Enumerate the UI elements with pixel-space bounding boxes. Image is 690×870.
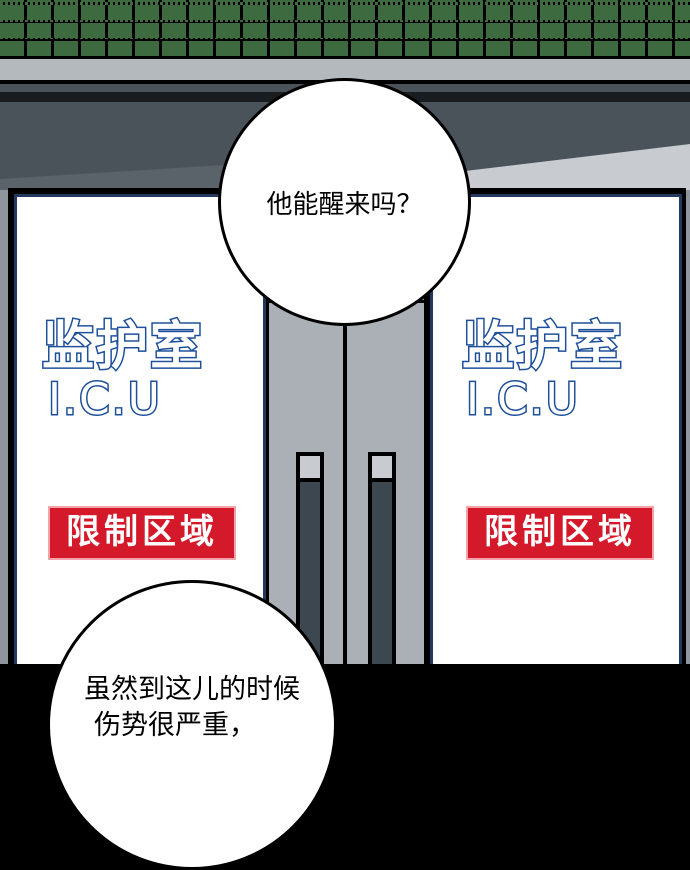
right-door-handle[interactable]	[368, 452, 396, 668]
ceiling-grid-tiles	[0, 0, 690, 56]
left-label-en: I.C.U	[47, 373, 162, 427]
right-door-panel	[430, 194, 682, 668]
right-label-en: I.C.U	[465, 373, 580, 427]
speech-text-bottom: 虽然到这儿的时候 伤势很严重，	[84, 672, 300, 744]
speech-text-top: 他能醒来吗？	[266, 189, 423, 220]
left-warning-sign: 限制区域	[48, 506, 236, 560]
left-label-cn: 监护室	[40, 316, 205, 379]
speech-bubble-bottom: 虽然到这儿的时候 伤势很严重，	[47, 580, 337, 870]
right-label-cn: 监护室	[460, 316, 625, 379]
right-warning-sign: 限制区域	[466, 506, 654, 560]
right-handle-cap	[368, 452, 396, 482]
left-handle-cap	[296, 452, 324, 482]
speech-bubble-top: 他能醒来吗？	[218, 78, 471, 326]
speech-line-1: 虽然到这儿的时候	[84, 674, 300, 705]
speech-line-2: 伤势很严重，	[94, 710, 256, 741]
